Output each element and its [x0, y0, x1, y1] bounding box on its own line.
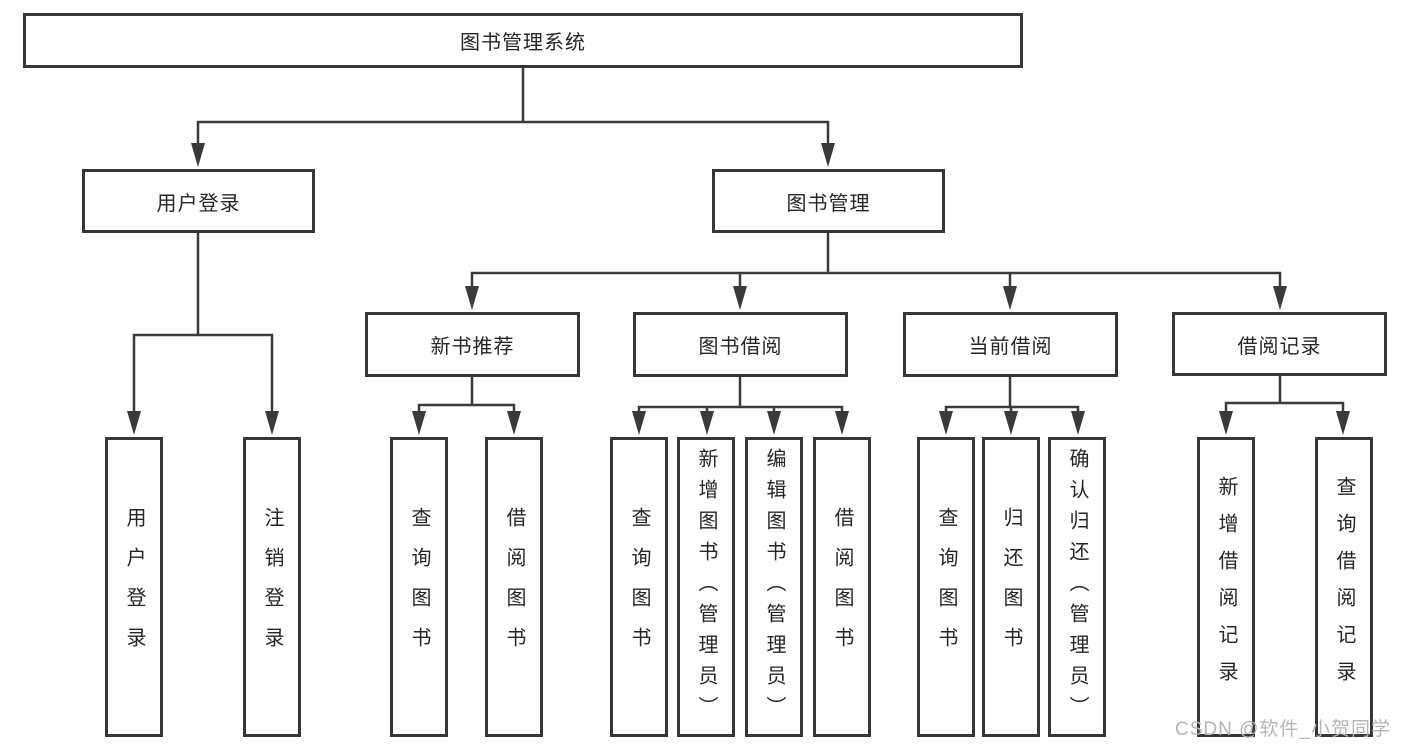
leaf-add-book-admin: 新增图书（管理员） [677, 437, 735, 737]
leaf-add-borrow-record: 新增借阅记录 [1197, 437, 1255, 737]
leaf-confirm-return-admin-label: 确认归还（管理员） [1066, 447, 1088, 727]
leaf-query-books-recommend: 查询图书 [390, 437, 448, 737]
node-current-borrow: 当前借阅 [903, 312, 1118, 377]
leaf-query-books-borrow-label: 查询图书 [628, 507, 650, 667]
node-book-borrow: 图书借阅 [633, 312, 848, 377]
node-new-book-recommend: 新书推荐 [365, 312, 580, 377]
node-new-book-recommend-label: 新书推荐 [430, 336, 515, 358]
leaf-borrow-books-recommend: 借阅图书 [485, 437, 543, 737]
leaf-query-borrow-record-label: 查询借阅记录 [1333, 476, 1355, 698]
leaf-return-book-label: 归还图书 [1000, 507, 1022, 667]
leaf-add-borrow-record-label: 新增借阅记录 [1215, 476, 1237, 698]
node-user-login: 用户登录 [82, 169, 315, 233]
leaf-user-login-label: 用户登录 [123, 507, 145, 667]
leaf-query-books-current-label: 查询图书 [935, 507, 957, 667]
node-current-borrow-label: 当前借阅 [968, 336, 1053, 358]
leaf-confirm-return-admin: 确认归还（管理员） [1048, 437, 1106, 737]
leaf-logout: 注销登录 [243, 437, 301, 737]
node-user-login-label: 用户登录 [156, 192, 241, 215]
leaf-logout-label: 注销登录 [261, 507, 283, 667]
node-library-system-label: 图书管理系统 [460, 32, 586, 54]
leaf-query-borrow-record: 查询借阅记录 [1315, 437, 1373, 737]
leaf-query-books-borrow: 查询图书 [610, 437, 668, 737]
node-borrow-records-label: 借阅记录 [1237, 335, 1322, 358]
csdn-watermark: CSDN @软件_小贺同学 [1175, 719, 1391, 740]
node-book-management-label: 图书管理 [786, 192, 871, 215]
leaf-query-books-recommend-label: 查询图书 [408, 507, 430, 667]
leaf-borrow-books-label: 借阅图书 [831, 507, 853, 667]
leaf-user-login: 用户登录 [105, 437, 163, 737]
node-book-management: 图书管理 [712, 169, 945, 233]
leaf-edit-book-admin: 编辑图书（管理员） [745, 437, 803, 737]
leaf-borrow-books: 借阅图书 [813, 437, 871, 737]
node-library-system: 图书管理系统 [23, 13, 1023, 68]
leaf-edit-book-admin-label: 编辑图书（管理员） [763, 447, 785, 727]
node-borrow-records: 借阅记录 [1172, 312, 1387, 376]
leaf-add-book-admin-label: 新增图书（管理员） [695, 447, 717, 727]
leaf-return-book: 归还图书 [982, 437, 1040, 737]
node-book-borrow-label: 图书借阅 [698, 336, 783, 358]
leaf-query-books-current: 查询图书 [917, 437, 975, 737]
leaf-borrow-books-recommend-label: 借阅图书 [503, 507, 525, 667]
